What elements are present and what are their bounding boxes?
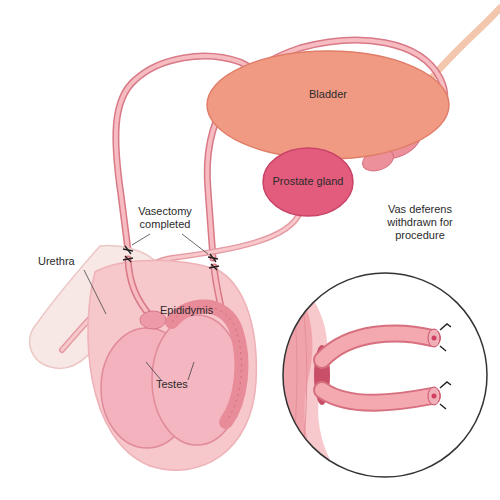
organ-shape: Bladder <box>206 50 450 160</box>
ureter <box>430 8 500 80</box>
anatomy-label: Epididymis <box>160 304 224 317</box>
inset-detail <box>270 265 451 485</box>
organ-outline <box>206 50 450 160</box>
organ-fill <box>263 148 353 216</box>
organ-fill <box>207 51 449 159</box>
scrotum <box>88 260 256 470</box>
epididymis <box>172 306 241 422</box>
suture-tie <box>123 246 219 270</box>
inset-border <box>283 273 487 477</box>
organ-label: Prostate gland <box>273 175 344 188</box>
organ-label: Bladder <box>309 88 347 101</box>
epididymis-coil <box>172 306 241 422</box>
anatomy-label: Vasectomy completed <box>128 205 202 231</box>
anatomy-label: Testes <box>156 378 202 391</box>
anatomy-label: Urethra <box>38 255 88 268</box>
organ-shape: Prostate gland <box>262 147 354 217</box>
anatomy-label: Vas deferens withdrawn for procedure <box>372 203 468 243</box>
